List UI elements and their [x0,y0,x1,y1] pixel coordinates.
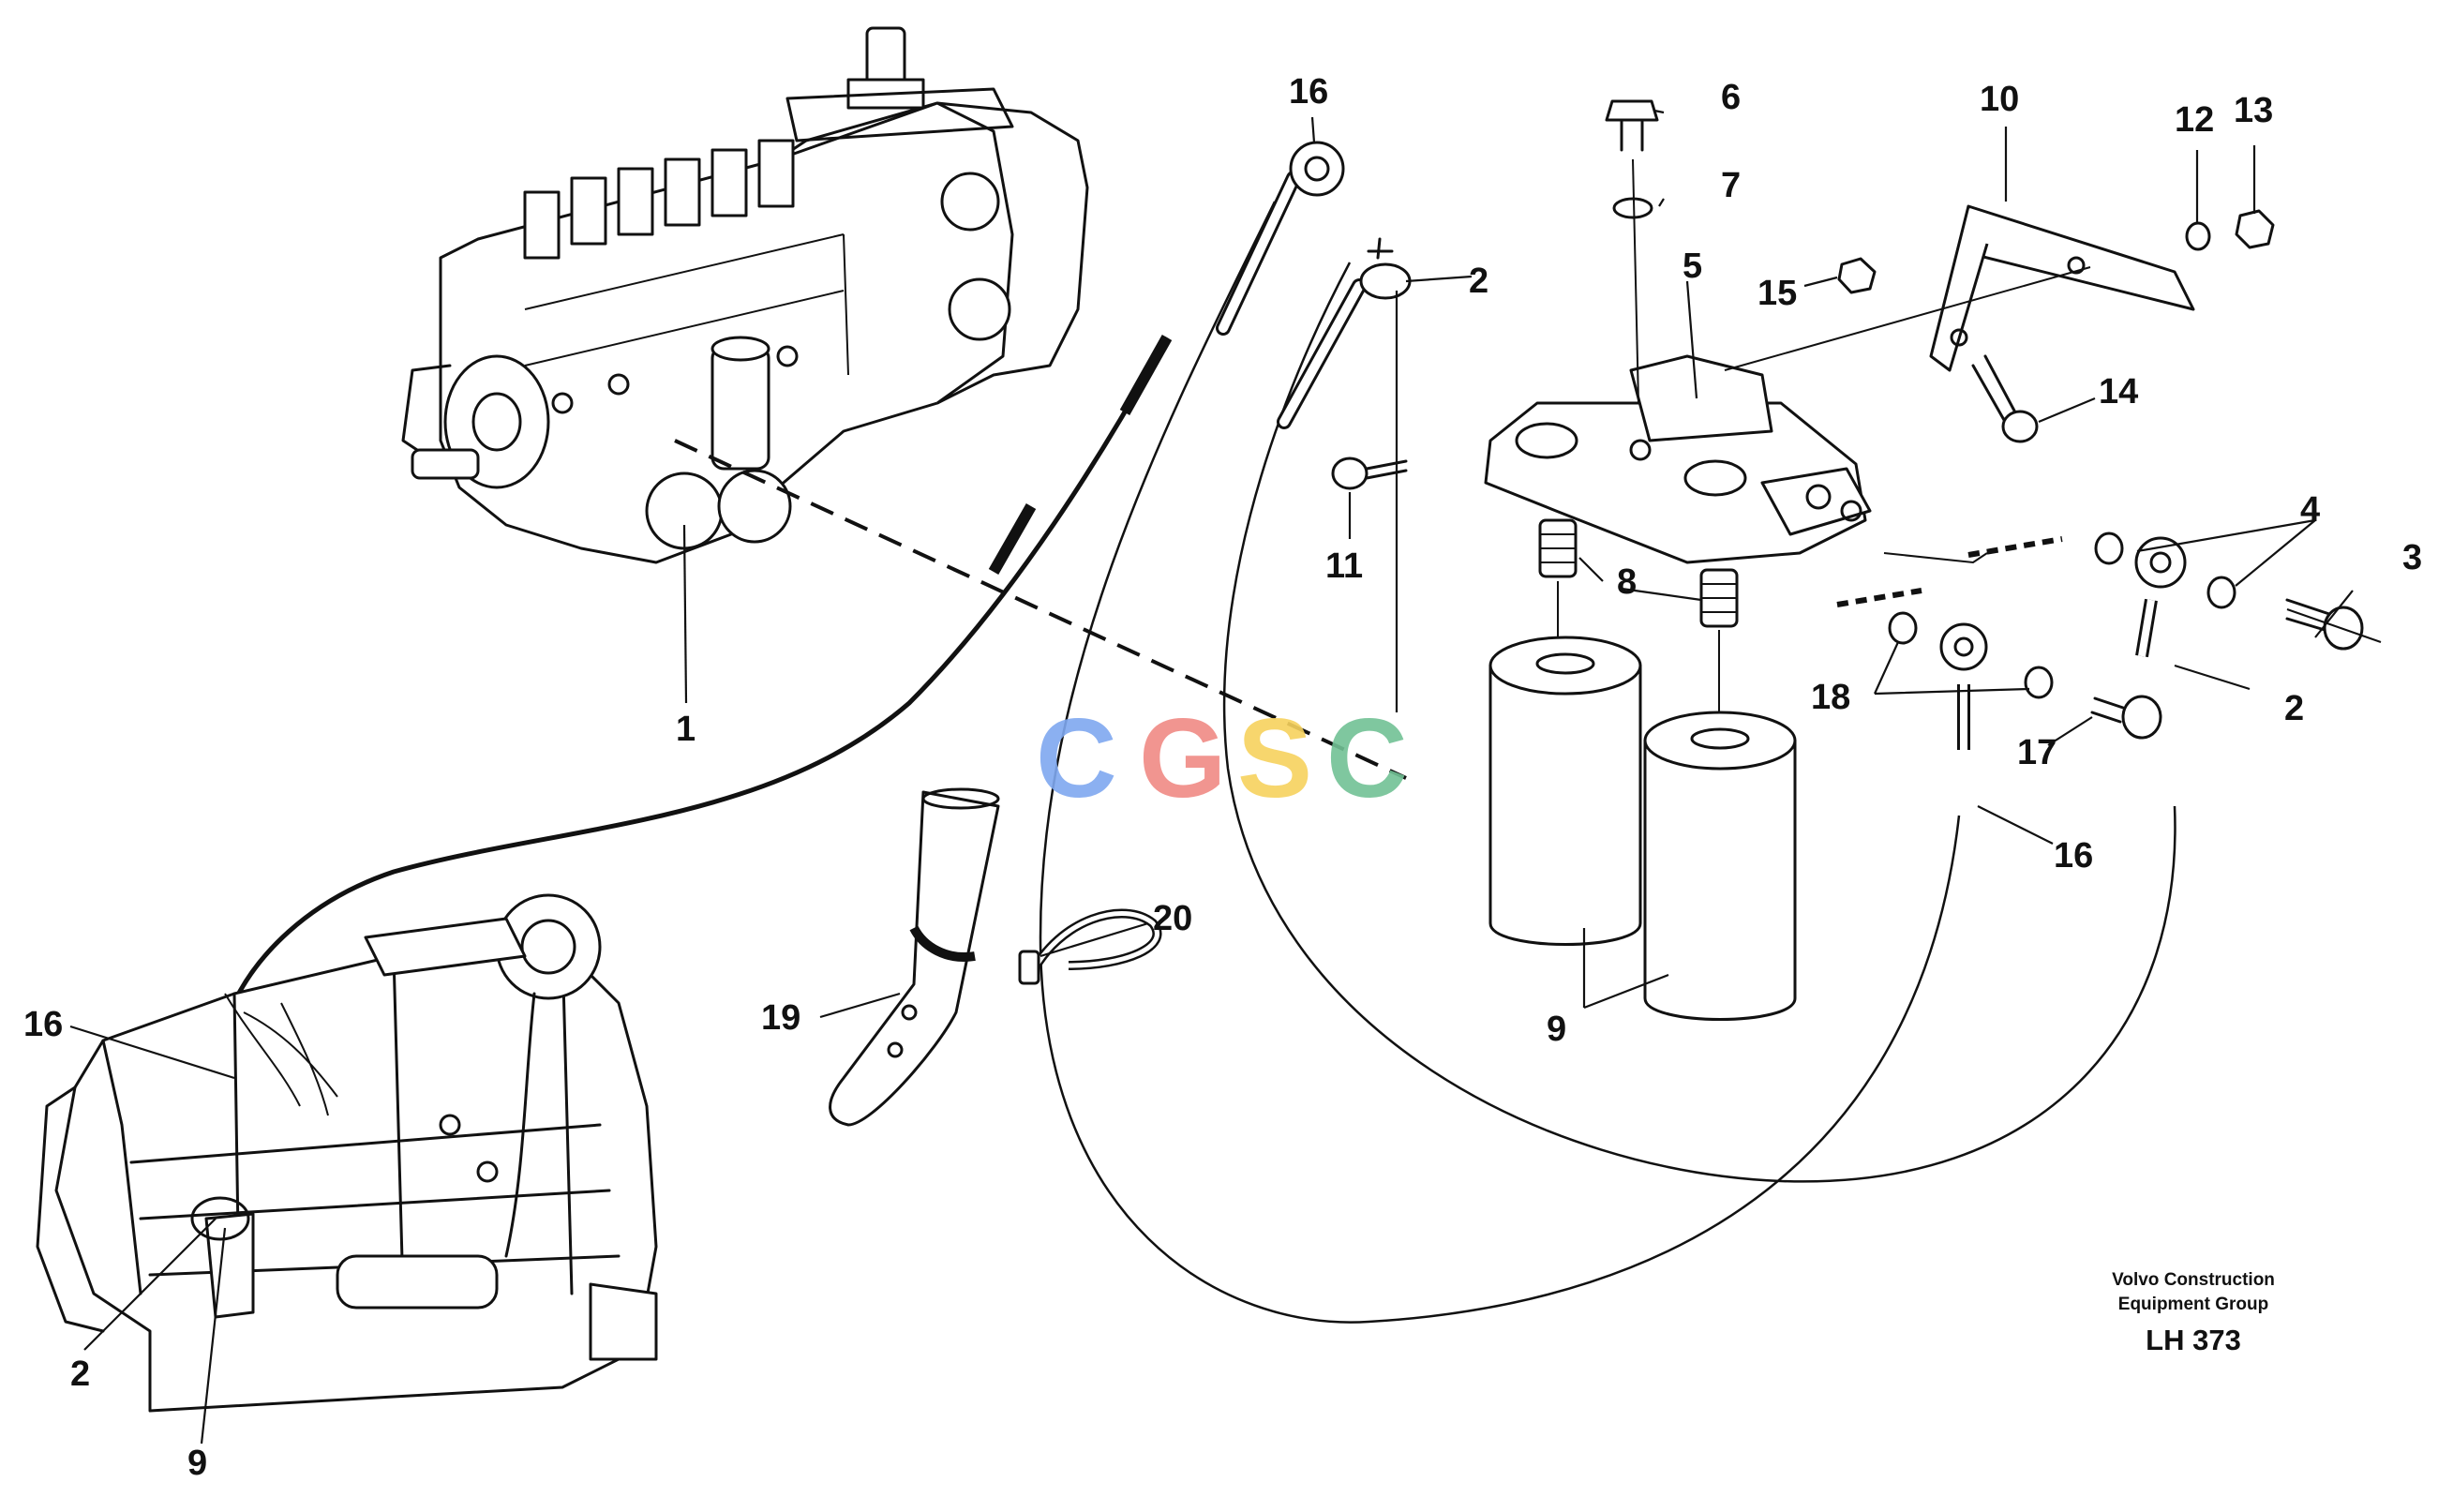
return-hose-2 [1222,262,2176,1183]
callout-labels: 1 2 2 2 3 4 5 6 7 8 9 9 10 11 12 13 14 1… [23,72,2422,1483]
bolt-11 [1331,457,1408,490]
injection-pump-drawing [401,26,1089,564]
callout-13: 13 [2234,91,2273,130]
callout-4: 4 [2300,490,2320,530]
nut-15 [1837,257,1877,294]
watermark-letter-3: S [1237,696,1312,821]
bracket-10 [1724,204,2195,372]
clamp-20 [909,908,1162,985]
watermark-letter-1: C [1036,696,1117,821]
callout-2: 2 [2284,689,2304,728]
caption-company-line-1: Volvo Construction [2112,1270,2275,1290]
fuel-line [227,336,1170,1013]
watermark-letter-2: G [1139,696,1226,821]
caption-drawing-code: LH 373 [2146,1324,2241,1356]
callout-11: 11 [1325,546,1363,586]
banjo-fitting-3-4 [1883,531,2382,658]
callout-18: 18 [1811,678,1850,717]
bolt-6 [1605,99,1659,404]
callout-14: 14 [2099,372,2138,412]
washer-12 [2185,221,2211,251]
fuel-filters-9 [1488,636,1797,1021]
return-hose-16 [1039,201,1961,1324]
callout-2: 2 [70,1355,90,1394]
callout-6: 6 [1721,78,1741,117]
callout-19: 19 [761,998,800,1038]
filter-head-assembly [1484,354,1872,564]
watermark-letter-4: C [1326,696,1408,821]
callout-16: 16 [23,1005,63,1044]
caption-company-line-2: Equipment Group [2118,1295,2268,1314]
leader-lines [69,109,2354,1445]
callout-9: 9 [187,1444,207,1483]
callout-17: 17 [2017,733,2057,772]
banjo-fitting-17-18 [1836,588,2162,750]
caption-block: Volvo Construction Equipment Group LH 37… [2112,1270,2275,1356]
callout-16: 16 [1289,72,1328,112]
callout-2: 2 [1469,262,1488,301]
engine-drawing [36,893,658,1413]
callout-12: 12 [2175,100,2214,140]
nipples-8 [1538,518,1739,712]
callout-9: 9 [1547,1010,1566,1049]
callout-16: 16 [2054,836,2093,876]
callout-8: 8 [1617,562,1637,602]
callout-7: 7 [1721,166,1741,205]
callout-10: 10 [1980,80,2019,119]
callout-5: 5 [1683,247,1702,286]
watermark-logo: C G S C [1036,696,1408,821]
bolt-14 [1971,354,2039,443]
hose-fitting-16 [1216,141,1345,336]
callout-1: 1 [676,710,696,749]
callout-20: 20 [1153,899,1192,938]
callout-3: 3 [2402,538,2422,577]
pipe-19 [829,787,1000,1127]
callout-15: 15 [1757,274,1797,313]
nut-13 [2235,209,2275,249]
